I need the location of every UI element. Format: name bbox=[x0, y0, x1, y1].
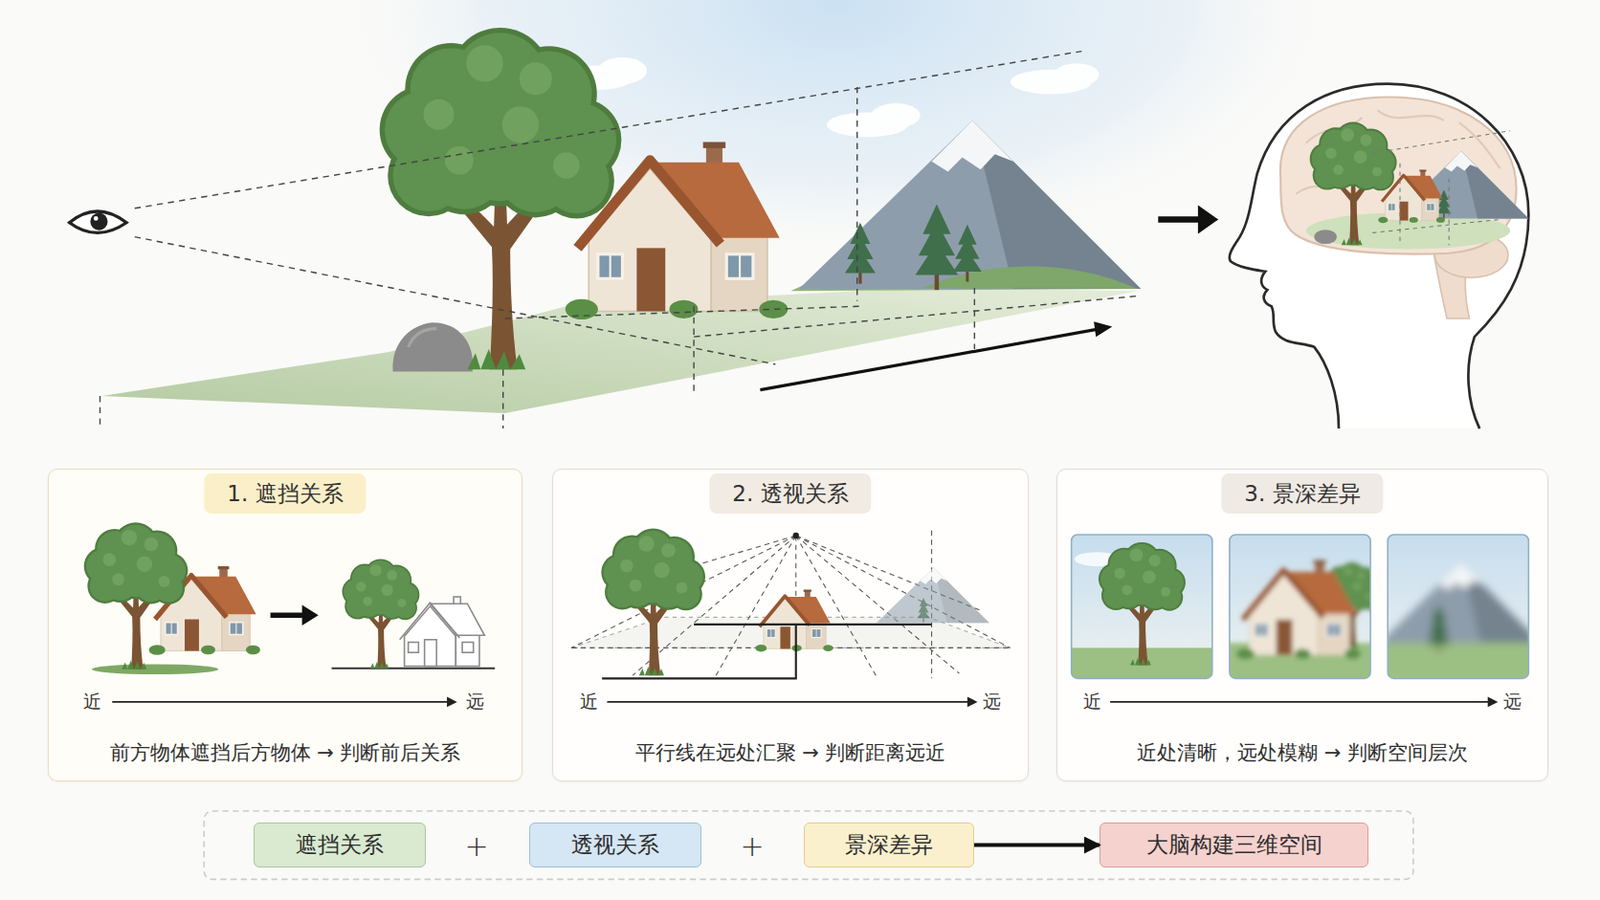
brain bbox=[1459, 122, 1501, 169]
brain bbox=[1391, 151, 1529, 219]
clouds bbox=[559, 65, 634, 90]
formula-box: 景深差异 bbox=[803, 822, 975, 868]
head-silhouette bbox=[1229, 84, 1530, 429]
brain bbox=[1377, 110, 1445, 121]
depth-arrow bbox=[759, 329, 1098, 390]
plus-sign: + bbox=[464, 829, 489, 864]
box-label: 景深差异 bbox=[844, 830, 934, 861]
panel-caption: 平行线在远处汇聚 → 判断距离远近 bbox=[553, 739, 1028, 767]
clouds bbox=[559, 57, 1099, 137]
sight-line bbox=[693, 295, 1138, 337]
brain bbox=[1295, 110, 1509, 220]
sight-line bbox=[134, 237, 777, 365]
sight-line bbox=[502, 369, 504, 429]
sight-line bbox=[100, 51, 1138, 430]
sight-line bbox=[692, 306, 694, 397]
brain bbox=[1306, 117, 1363, 144]
clouds bbox=[871, 103, 921, 129]
scene-illustration bbox=[69, 0, 1530, 429]
eye-symbol bbox=[69, 211, 128, 233]
hill bbox=[923, 266, 1138, 289]
brain bbox=[1310, 122, 1398, 246]
cue-panel: 3. 景深差异近处清晰，远处模糊 → 判断空间层次 bbox=[1056, 468, 1549, 782]
box-label: 遮挡关系 bbox=[295, 830, 384, 861]
axis-label: 远 bbox=[982, 689, 1001, 715]
clouds bbox=[1054, 63, 1100, 86]
formula-box: 遮挡关系 bbox=[253, 822, 426, 868]
eye-symbol bbox=[93, 216, 99, 222]
axis-label: 远 bbox=[466, 689, 485, 715]
brain bbox=[1377, 169, 1445, 223]
brain bbox=[1436, 190, 1451, 220]
tree bbox=[379, 27, 623, 370]
mountain bbox=[799, 120, 1141, 289]
brain bbox=[1469, 204, 1510, 221]
cue-panel: 1. 遮挡关系前方物体遮挡后方物体 → 判断前后关系 bbox=[47, 468, 523, 782]
sight-line bbox=[856, 87, 858, 302]
brain bbox=[1372, 131, 1511, 245]
axis-label: 近 bbox=[83, 689, 102, 715]
brain bbox=[1433, 253, 1469, 319]
flow-arrow bbox=[1157, 216, 1202, 223]
sight-line bbox=[134, 51, 1083, 209]
axis-label: 近 bbox=[579, 689, 599, 715]
flow-arrow bbox=[1198, 205, 1219, 235]
pine-tree bbox=[844, 222, 876, 285]
panel-title: 2. 透视关系 bbox=[709, 473, 871, 514]
depth-arrow bbox=[1093, 321, 1112, 337]
axis-label: 近 bbox=[1083, 689, 1102, 715]
sight-line bbox=[974, 288, 976, 350]
formula-box: 透视关系 bbox=[529, 822, 702, 868]
panel-caption: 近处清晰，远处模糊 → 判断空间层次 bbox=[1057, 739, 1548, 767]
flow-arrow bbox=[1157, 205, 1219, 235]
rock bbox=[408, 329, 438, 348]
hill bbox=[790, 252, 1138, 292]
brain bbox=[1448, 178, 1450, 245]
flow-arrow bbox=[974, 844, 1100, 848]
ground-plane bbox=[102, 288, 1138, 414]
depth-arrow bbox=[759, 321, 1112, 390]
brain bbox=[1280, 97, 1517, 255]
panel-caption: 前方物体遮挡后方物体 → 判断前后关系 bbox=[48, 739, 522, 767]
clouds bbox=[598, 57, 647, 85]
axis-label: 远 bbox=[1503, 689, 1522, 715]
formula-frame bbox=[203, 811, 1414, 880]
brain bbox=[1372, 131, 1511, 154]
brain bbox=[1313, 229, 1336, 245]
sight-line bbox=[505, 306, 863, 319]
eye-symbol bbox=[89, 213, 108, 231]
brain bbox=[1372, 220, 1500, 234]
clouds bbox=[1010, 69, 1092, 95]
box-label: 透视关系 bbox=[571, 830, 660, 861]
cue-panel: 2. 透视关系平行线在远处汇聚 → 判断距离远近 bbox=[552, 468, 1029, 782]
box-label: 大脑构建三维空间 bbox=[1146, 830, 1323, 861]
brain bbox=[1295, 178, 1342, 195]
sky bbox=[326, 0, 1347, 337]
sight-line bbox=[99, 396, 101, 429]
pine-tree bbox=[914, 204, 958, 291]
eye-symbol bbox=[69, 211, 128, 233]
brain bbox=[1280, 97, 1529, 319]
head-silhouette bbox=[1229, 84, 1530, 429]
panel-title: 1. 遮挡关系 bbox=[203, 473, 366, 514]
rock bbox=[392, 322, 473, 372]
pine-tree bbox=[953, 224, 982, 283]
brain bbox=[1434, 232, 1509, 278]
brain bbox=[1399, 163, 1400, 245]
formula-box: 大脑构建三维空间 bbox=[1099, 822, 1369, 868]
house bbox=[565, 141, 788, 320]
clouds bbox=[826, 112, 909, 138]
brain bbox=[1306, 212, 1511, 249]
panel-title: 3. 景深差异 bbox=[1221, 473, 1383, 514]
plus-sign: + bbox=[739, 829, 764, 864]
